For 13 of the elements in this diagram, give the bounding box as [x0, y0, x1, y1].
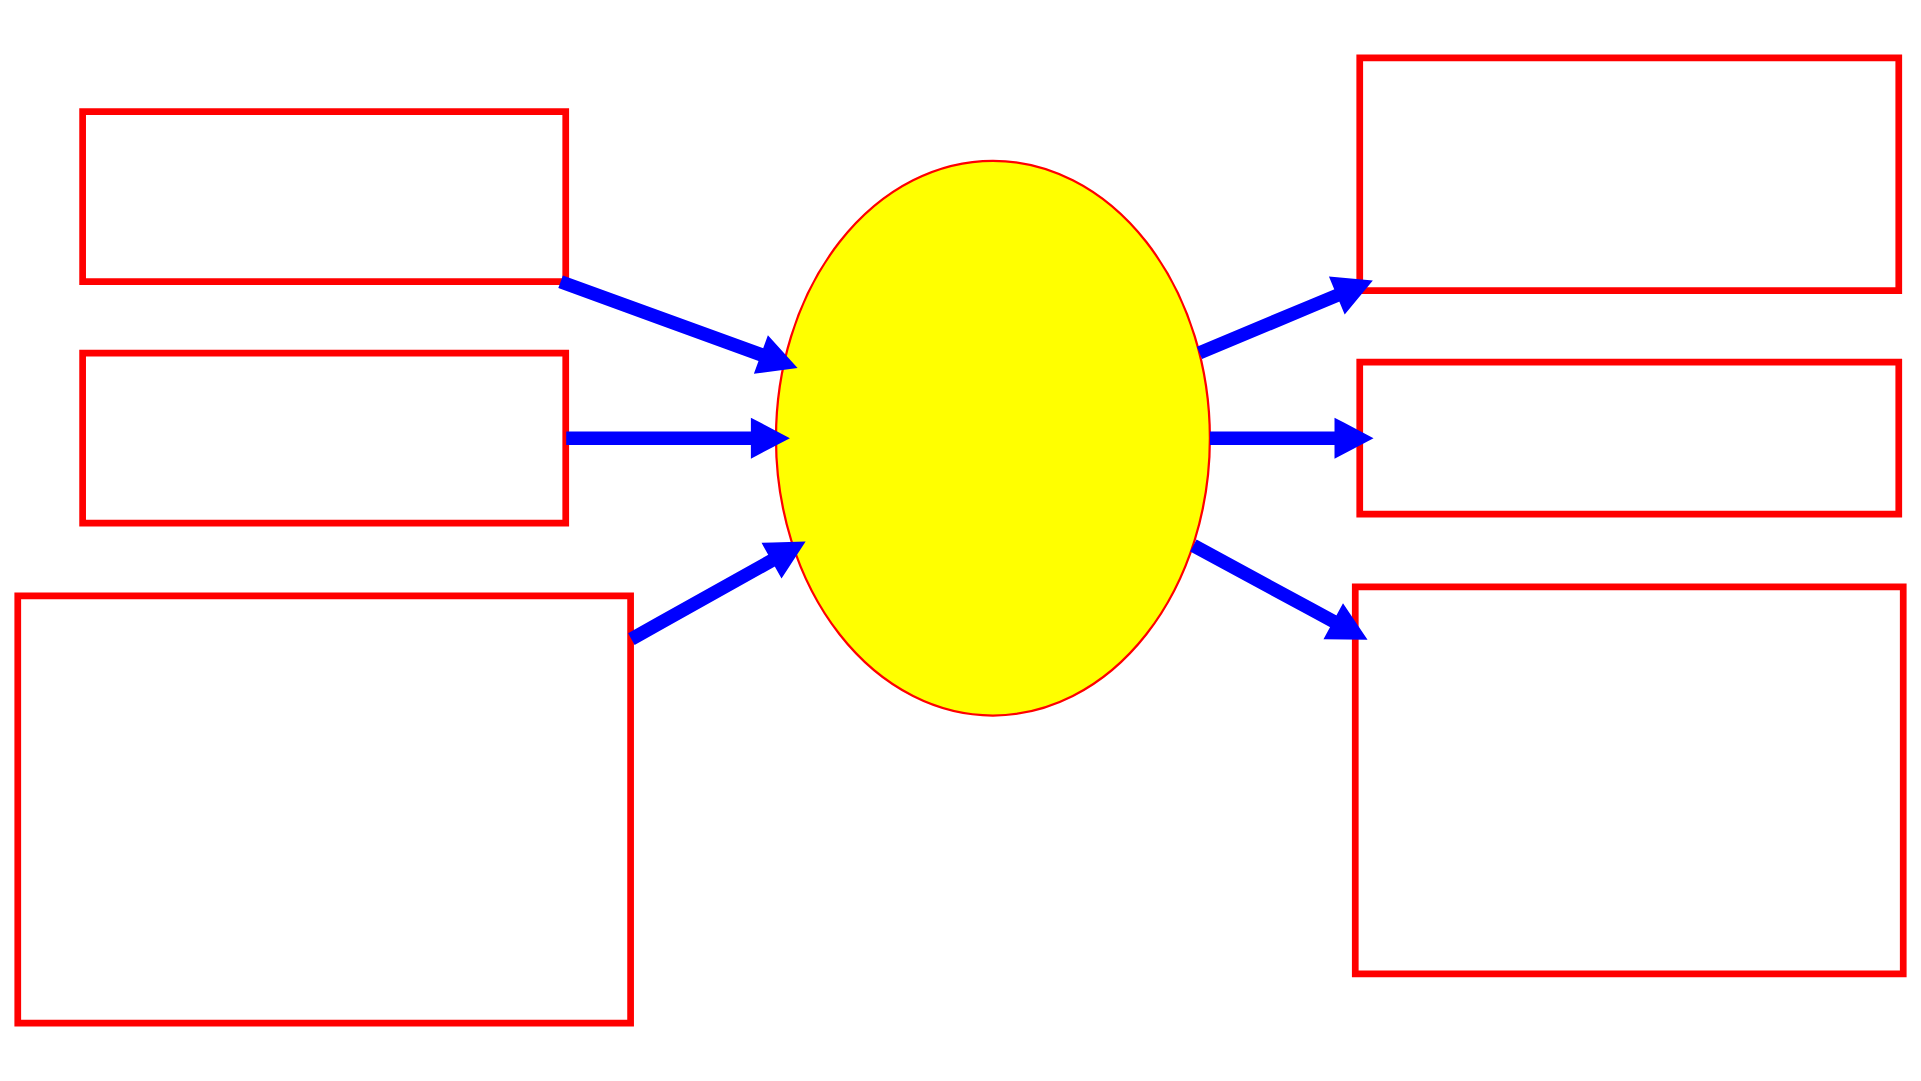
node-box	[79, 108, 570, 285]
node-box	[1356, 358, 1903, 518]
arrow	[1196, 276, 1373, 360]
arrow	[628, 541, 806, 645]
node-box	[79, 349, 570, 527]
node-box	[1351, 583, 1907, 978]
arrow	[566, 417, 790, 459]
arrow	[1209, 417, 1374, 459]
arrow	[558, 275, 798, 374]
arrow	[1190, 539, 1368, 640]
node-box	[14, 592, 634, 1027]
node-box	[1356, 54, 1903, 294]
node-ellipse	[774, 159, 1211, 717]
